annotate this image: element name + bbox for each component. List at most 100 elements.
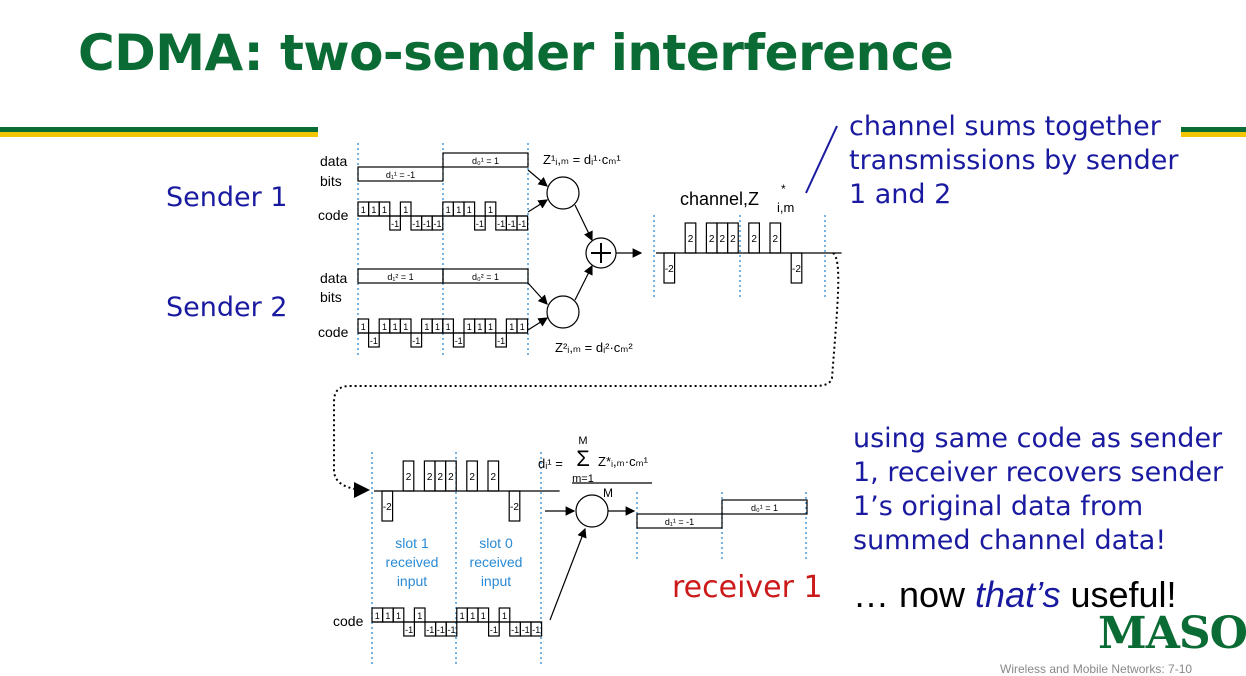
recover-note: using same code as sender 1, receiver re… [853, 422, 1223, 558]
sender1-code-chip-label: -1 [391, 219, 399, 229]
bits-label: bits [320, 173, 342, 189]
arrow [527, 317, 549, 331]
multiplier-2-circle [546, 295, 580, 329]
receiver-code-chip-label: -1 [426, 625, 434, 635]
bits-label: bits [320, 289, 342, 305]
multiplier-1-circle [546, 176, 580, 210]
receiver-code-chip-label: -1 [405, 625, 413, 635]
receiver-label: receiver 1 [672, 570, 823, 605]
slot-1-label: received [386, 554, 439, 570]
arrow [574, 264, 593, 301]
receiver-code-chip-label: 1 [470, 611, 475, 621]
sender2-code-chip-label: 1 [488, 322, 493, 332]
sender1-data-bit-box [442, 152, 529, 168]
channel-star: * [781, 182, 786, 196]
title-rule-right [1181, 127, 1246, 137]
sender1-data-bit-label: d₁¹ = -1 [386, 170, 415, 180]
code-label: code [318, 207, 349, 223]
arrow [574, 204, 593, 242]
decode-equation-rhs: Z*ᵢ,ₘ·cₘ¹ [598, 454, 649, 469]
useful-post: useful! [1060, 574, 1177, 615]
channel-signal-bar-label: 2 [709, 234, 715, 245]
sender2-data-bit-box [442, 268, 529, 284]
received-signal-bar-label: 2 [438, 472, 444, 483]
channel-signal-bar-label: 2 [751, 234, 757, 245]
receiver-code-chip-label: 1 [502, 611, 507, 621]
sender1-code-chip-label: 1 [403, 205, 408, 215]
sender2-data-bit-label: d₁² = 1 [387, 272, 413, 282]
sender1-code-chip-label: -1 [423, 219, 431, 229]
note-line: 1’s original data from [853, 491, 1144, 522]
sender1-code-chip-label: -1 [508, 219, 516, 229]
channel-signal-bar-label: 2 [720, 234, 726, 245]
dotted-connector [333, 252, 840, 498]
received-signal-bar-label: -2 [510, 502, 519, 513]
note-line: 1 and 2 [849, 179, 952, 210]
slot-0-label: input [481, 573, 511, 589]
sender2-code-chip-label: 1 [424, 322, 429, 332]
note-line: channel sums together [849, 111, 1161, 142]
useful-remark: … now that’s useful! [853, 574, 1177, 616]
sender2-code-chip-label: 1 [403, 322, 408, 332]
channel-sum-note: channel sums together transmissions by s… [849, 110, 1178, 212]
slot-0-label: slot 0 [479, 535, 513, 551]
slot-0-label: received [470, 554, 523, 570]
received-signal-bar-label: 2 [469, 472, 475, 483]
sender1-code-chip-label: 1 [446, 205, 451, 215]
channel-signal-bar-label: 2 [773, 234, 779, 245]
decoded-bit-box [721, 499, 808, 515]
receiver-code-chip-label: 1 [481, 611, 486, 621]
sender2-code-chip-label: -1 [497, 336, 505, 346]
sender1-code-chip-label: -1 [476, 219, 484, 229]
decode-sum-bottom: m=1 [572, 473, 594, 485]
decode-sum-symbol: Σ [576, 446, 590, 471]
channel-signal-bar-label: 2 [688, 234, 694, 245]
title-rule-left [0, 127, 318, 137]
sender1-data-bit-box [357, 166, 444, 182]
sender1-code-chip-label: 1 [361, 205, 366, 215]
note-line: 1, receiver recovers sender [853, 457, 1224, 488]
footer-text: Wireless and Mobile Networks: 7-10 [1000, 662, 1193, 676]
decode-sum-top: M [578, 435, 587, 447]
sender2-code-chip-label: 1 [382, 322, 387, 332]
sender2-code-chip-label: -1 [412, 336, 420, 346]
page-title: CDMA: two-sender interference [78, 24, 954, 82]
sender1-code-chip-label: -1 [412, 219, 420, 229]
decoded-bit-label: d₁¹ = -1 [665, 517, 694, 527]
receiver-code-chip-label: 1 [417, 611, 422, 621]
sender2-code-chip-label: 1 [509, 322, 514, 332]
sender2-code-chip-label: 1 [446, 322, 451, 332]
callout-line [805, 125, 838, 194]
arrow [527, 169, 548, 187]
data-label: data [320, 270, 347, 286]
receiver-code-chip-label: -1 [490, 625, 498, 635]
sender2-code-chip-label: 1 [361, 322, 366, 332]
sender2-data-bit-label: d₀² = 1 [472, 272, 499, 282]
decoded-bit-box [636, 513, 723, 529]
receiver-code-chip-label: 1 [375, 611, 380, 621]
sender2-code-chip-label: -1 [455, 336, 463, 346]
sender1-data-bit-label: d₀¹ = 1 [472, 156, 499, 166]
sender2-code-chip-label: 1 [467, 322, 472, 332]
slot-1-label: input [397, 573, 427, 589]
code-label: code [318, 324, 349, 340]
receiver-code-chip-label: -1 [437, 625, 445, 635]
equation-z1: Z¹ᵢ,ₘ = dᵢ¹·cₘ¹ [543, 152, 621, 167]
sender2-code-chip-label: 1 [435, 322, 440, 332]
sender-1-label: Sender 1 [166, 182, 288, 213]
channel-signal-bar-label: 2 [730, 234, 736, 245]
sender-2-label: Sender 2 [166, 292, 288, 323]
arrow [549, 527, 587, 621]
useful-pre: … now [853, 574, 976, 615]
sender1-code-chip-label: 1 [456, 205, 461, 215]
sender1-code-chip-label: 1 [371, 205, 376, 215]
decode-denominator: M [603, 486, 613, 500]
sender1-code-chip-label: 1 [488, 205, 493, 215]
decode-equation-lhs: dᵢ¹ = [538, 456, 563, 471]
channel-subscript: i,m [777, 200, 794, 215]
receiver-code-chip-label: -1 [447, 625, 455, 635]
decoded-bit-label: d₀¹ = 1 [751, 503, 778, 513]
channel-label: channel,Z [680, 189, 759, 209]
received-signal-bar-label: 2 [427, 472, 433, 483]
